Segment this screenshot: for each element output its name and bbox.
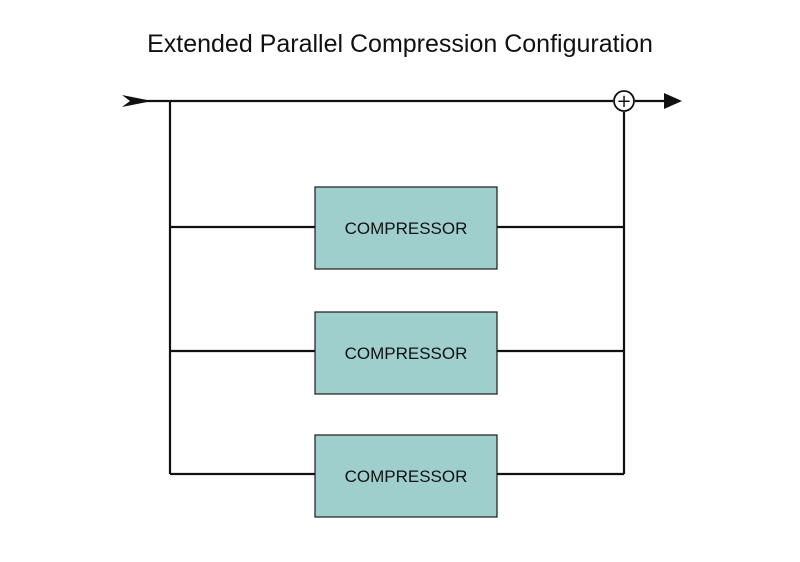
diagram-title: Extended Parallel Compression Configurat…: [147, 30, 653, 58]
summing-symbol: +: [616, 91, 631, 112]
output-arrow-icon: [664, 93, 682, 109]
compressor-block-2: COMPRESSOR: [314, 311, 498, 395]
summing-junction-icon: +: [613, 90, 635, 112]
compressor-block-1: COMPRESSOR: [314, 186, 498, 270]
compressor-block-3: COMPRESSOR: [314, 434, 498, 518]
compressor-label-3: COMPRESSOR: [345, 467, 468, 486]
compressor-label-2: COMPRESSOR: [345, 344, 468, 363]
compressor-label-1: COMPRESSOR: [345, 219, 468, 238]
